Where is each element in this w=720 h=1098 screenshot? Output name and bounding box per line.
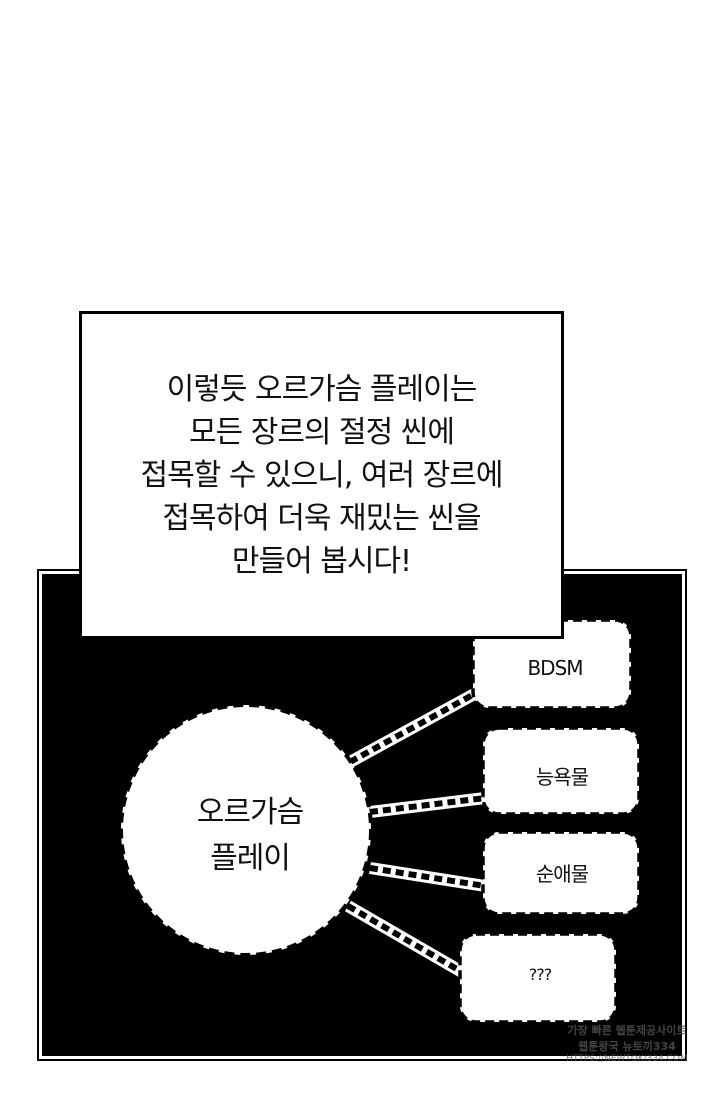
leaf-label-bdsm: BDSM (527, 656, 583, 680)
leaf-label-sunaemul: 순애물 (535, 862, 589, 886)
watermark-line: 가장 빠른 웹툰제공사이트 (567, 1024, 687, 1037)
center-node-line: 플레이 (210, 841, 291, 876)
center-node-label: 오르가슴 플레이 (160, 790, 340, 882)
caption-line: 접목할 수 있으니, 여러 장르에 (140, 457, 504, 493)
leaf-bubble-unknown (458, 932, 618, 1024)
caption-text: 이렇듯 오르가슴 플레이는 모든 장르의 절정 씬에 접목할 수 있으니, 여러… (140, 368, 504, 583)
connector-neungyok-dash (369, 795, 486, 815)
connector-unknown-dash (346, 903, 464, 975)
connector-sunaemul-dash (369, 865, 486, 889)
watermark-url: HTTPS://NEWTOKI334.COM (566, 1054, 688, 1064)
leaf-bubble-sunaemul (481, 830, 641, 916)
watermark-line: 웹툰왕국 뉴토끼334 (578, 1040, 676, 1053)
center-bubble (119, 703, 373, 957)
center-node-line: 오르가슴 (196, 795, 304, 830)
caption-line: 만들어 봅시다! (231, 543, 412, 579)
leaf-label-neungyok: 능욕물 (535, 765, 589, 789)
caption-box: 이렇듯 오르가슴 플레이는 모든 장르의 절정 씬에 접목할 수 있으니, 여러… (79, 311, 564, 639)
leaf-bubble-neungyok (481, 726, 641, 816)
caption-line: 접목하여 더욱 재밌는 씬을 (162, 500, 481, 536)
leaf-label-unknown: ??? (528, 965, 552, 984)
caption-line: 이렇듯 오르가슴 플레이는 (166, 371, 478, 407)
watermark: 가장 빠른 웹툰제공사이트 웹툰왕국 뉴토끼334 HTTPS://NEWTOK… (552, 1022, 702, 1064)
connector-bdsm-dash (348, 689, 480, 765)
caption-line: 모든 장르의 절정 씬에 (188, 414, 455, 450)
